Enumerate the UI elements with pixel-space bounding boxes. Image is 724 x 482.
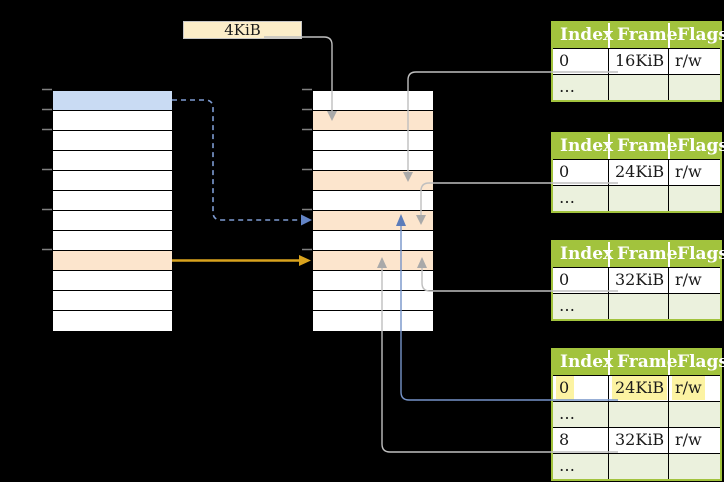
memory-cell-white [53,171,172,191]
table-row-highlighted: 0 24KiB r/w [553,375,720,401]
connector-virtual-row1-dashed [172,99,312,226]
cell-index: … [559,456,575,475]
page-table-level1: Index Frame Flags 0 24KiB r/w … 8 32KiB … [551,348,724,481]
header-cell-flags: Flags [668,23,724,48]
cell-flags [668,402,720,427]
header-cell-flags: Flags [668,350,724,375]
memory-cell-orange [313,171,433,191]
table-row: 0 32KiB r/w [553,267,720,293]
cell-flags [668,454,720,479]
header-cell-frame: Frame [608,134,678,159]
table-row-ellipsis: … [553,185,720,211]
header-cell-index: Index [560,25,614,45]
cell-frame: 32KiB [608,268,668,293]
cell-index: 0 [559,270,570,289]
cell-index: 0 [553,376,608,401]
memory-cell-white [313,191,433,211]
memory-cell-white [53,151,172,171]
memory-cell-orange [53,251,172,271]
memory-cell-white [53,211,172,231]
table-row: 8 32KiB r/w [553,427,720,453]
cell-flags: r/w [668,49,720,74]
memory-cell-white [313,91,433,111]
cell-index: 0 [559,51,570,70]
highlighted-value: 0 [556,376,574,400]
memory-cell-orange [313,251,433,271]
memory-cell-white [53,111,172,131]
table-row-ellipsis: … [553,453,720,479]
table-row-ellipsis: … [553,401,720,427]
memory-cell-white [53,291,172,311]
cell-flags [668,75,720,100]
cell-index: … [559,188,575,207]
table-row-ellipsis: … [553,74,720,100]
memory-cell-white [53,231,172,251]
memory-cell-white [313,311,433,331]
page-table-16kib: Index Frame Flags 0 16KiB r/w … [551,21,724,102]
header-cell-index: Index [560,136,614,156]
header-cell-frame: Frame [608,242,678,267]
arrowhead-right [299,255,311,266]
memory-cell-white [313,231,433,251]
table-row: 0 24KiB r/w [553,159,720,185]
memory-cell-white [53,131,172,151]
cell-index: 0 [559,162,570,181]
physical-memory-column [312,90,434,332]
cell-frame [608,454,668,479]
cell-frame [608,294,668,319]
memory-cell-white [313,291,433,311]
table-header-row: Index Frame Flags [553,134,724,159]
cell-frame: 24KiB [608,160,668,185]
header-cell-index: Index [560,244,614,264]
memory-cell-white [313,151,433,171]
memory-cell-white [313,131,433,151]
connector-virtual-row9-mapped [172,255,311,266]
cell-frame [608,402,668,427]
cell-frame [608,186,668,211]
memory-cell-white [53,271,172,291]
header-cell-frame: Frame [608,350,678,375]
cell-frame: 16KiB [608,49,668,74]
cell-index: … [559,77,575,96]
cell-frame [608,75,668,100]
cell-flags [668,294,720,319]
highlighted-value: r/w [672,376,705,400]
virtual-memory-column [52,90,173,332]
header-cell-flags: Flags [668,134,724,159]
table-row-ellipsis: … [553,293,720,319]
cell-frame: 32KiB [608,428,668,453]
highlighted-value: 24KiB [612,376,668,400]
header-cell-index: Index [560,352,614,372]
table-row: 0 16KiB r/w [553,48,720,74]
memory-cell-white [53,191,172,211]
cell-flags: r/w [668,268,720,293]
cell-index: 8 [559,430,570,449]
memory-cell-orange [313,211,433,231]
cell-index: … [559,296,575,315]
arrowhead-right [301,214,312,226]
table-header-row: Index Frame Flags [553,242,724,267]
header-cell-flags: Flags [668,242,724,267]
cell-flags [668,186,720,211]
page-table-24kib: Index Frame Flags 0 24KiB r/w … [551,132,724,213]
cell-frame: 24KiB [608,376,668,401]
page-size-label: 4KiB [224,21,261,39]
memory-cell-orange [313,111,433,131]
cell-index: … [559,404,575,423]
memory-cell-white [313,271,433,291]
table-header-row: Index Frame Flags [553,23,724,48]
memory-cell-blue [53,91,172,111]
cell-flags: r/w [668,160,720,185]
table-header-row: Index Frame Flags [553,350,724,375]
page-size-box: 4KiB [183,21,302,39]
cell-flags: r/w [668,376,720,401]
cell-flags: r/w [668,428,720,453]
header-cell-frame: Frame [608,23,678,48]
page-table-32kib: Index Frame Flags 0 32KiB r/w … [551,240,724,321]
memory-cell-white [53,311,172,331]
